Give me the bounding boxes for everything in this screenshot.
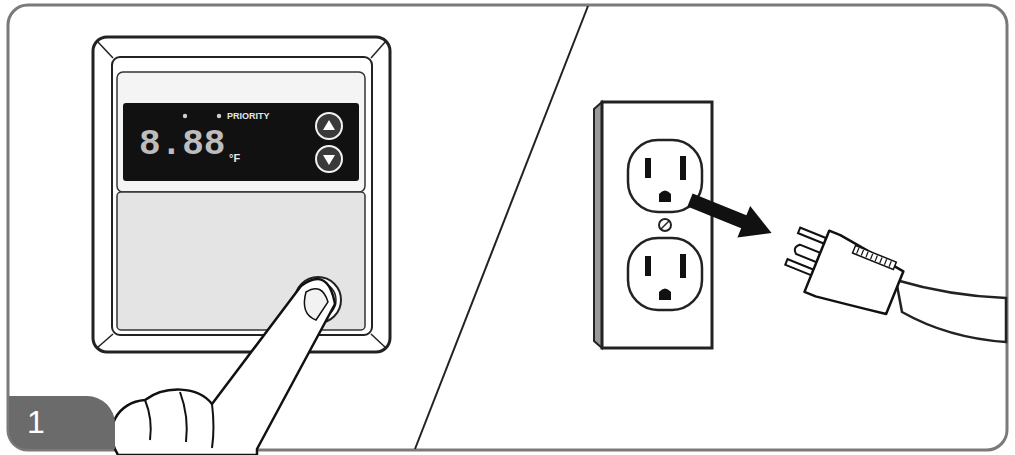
- plug-prong: [785, 259, 813, 275]
- bevel-line: [371, 334, 386, 348]
- power-cord: [896, 280, 1006, 342]
- indicator-dot: [183, 114, 187, 118]
- outlet-slot: [645, 158, 651, 178]
- pull-arrow: [684, 184, 778, 248]
- pull-arrow-shape: [684, 184, 778, 248]
- grip-ridge: [875, 256, 877, 262]
- step-number: 1: [27, 406, 45, 438]
- indicator-label: PRIORITY: [227, 112, 270, 121]
- frame-panel: [8, 5, 1007, 450]
- plate-screw: [659, 219, 671, 231]
- divider-line: [415, 6, 588, 449]
- arrow-glyph: [323, 120, 335, 130]
- arrow-button: [316, 146, 342, 172]
- grip-ridge: [884, 259, 886, 265]
- grip-ridge: [857, 248, 859, 254]
- display-readout: 8.88: [139, 127, 225, 163]
- bevel-line: [97, 334, 113, 348]
- grip-ridges: [857, 248, 892, 267]
- step-tab: 1: [9, 396, 115, 449]
- hand: [112, 279, 335, 455]
- plug-prong: [798, 228, 826, 244]
- ground-hole: [659, 289, 671, 301]
- display-surround: [117, 72, 365, 192]
- plug-body: [804, 231, 907, 324]
- arrow-button: [316, 113, 342, 139]
- bevel-line: [97, 41, 113, 58]
- display-band: PRIORITY8.88 °F: [123, 103, 359, 181]
- power-plug: [779, 220, 908, 323]
- finger-crease: [212, 404, 214, 448]
- plug-grip: [853, 246, 897, 270]
- outlet-slot: [680, 254, 686, 278]
- fingernail: [304, 289, 328, 320]
- ground-prong: [793, 244, 820, 263]
- grip-ridge: [866, 252, 868, 258]
- unit-label: °F: [229, 153, 240, 164]
- screw-slot: [661, 221, 669, 229]
- finger-crease: [180, 392, 187, 442]
- outlet-slot: [680, 156, 686, 180]
- outlet-slot: [645, 256, 651, 276]
- wall-plate: [602, 102, 712, 348]
- grip-ridge: [861, 250, 863, 256]
- finger-crease: [145, 400, 151, 440]
- control-housing: [93, 37, 390, 352]
- grip-ridge: [871, 254, 873, 260]
- indicator-dot: [217, 114, 221, 118]
- arrow-glyph: [323, 155, 335, 165]
- bevel-line: [371, 41, 386, 58]
- receptacle: [628, 238, 702, 310]
- grip-ridge: [889, 261, 891, 267]
- ground-hole: [659, 191, 671, 203]
- grip-ridge: [880, 257, 882, 263]
